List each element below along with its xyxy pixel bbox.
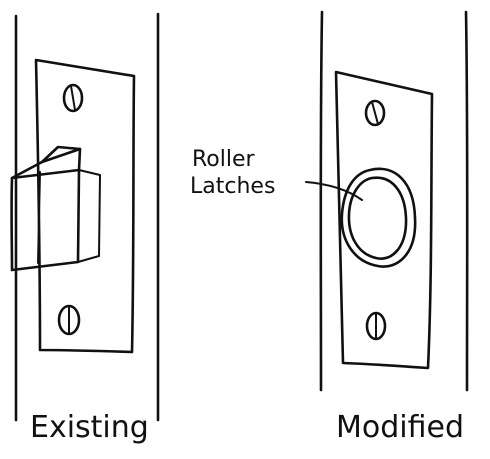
modified-latch-assembly <box>321 12 468 390</box>
existing-caption: Existing <box>30 410 149 445</box>
callout-label-line1: Roller <box>192 147 256 172</box>
existing-door-edge-right <box>158 14 159 420</box>
existing-strike-plate <box>36 60 134 352</box>
existing-screw-bottom <box>59 306 79 334</box>
callout-label-line2: Latches <box>190 174 275 199</box>
existing-screw-top <box>64 85 82 111</box>
modified-screw-top <box>366 101 384 125</box>
existing-bolt-latch <box>12 147 100 270</box>
modified-door-edge-right <box>466 12 467 390</box>
modified-screw-bottom <box>367 313 385 339</box>
modified-caption: Modified <box>336 410 464 445</box>
modified-door-edge-left <box>321 12 322 390</box>
existing-latch-assembly <box>12 14 159 420</box>
roller-latch <box>342 169 415 267</box>
